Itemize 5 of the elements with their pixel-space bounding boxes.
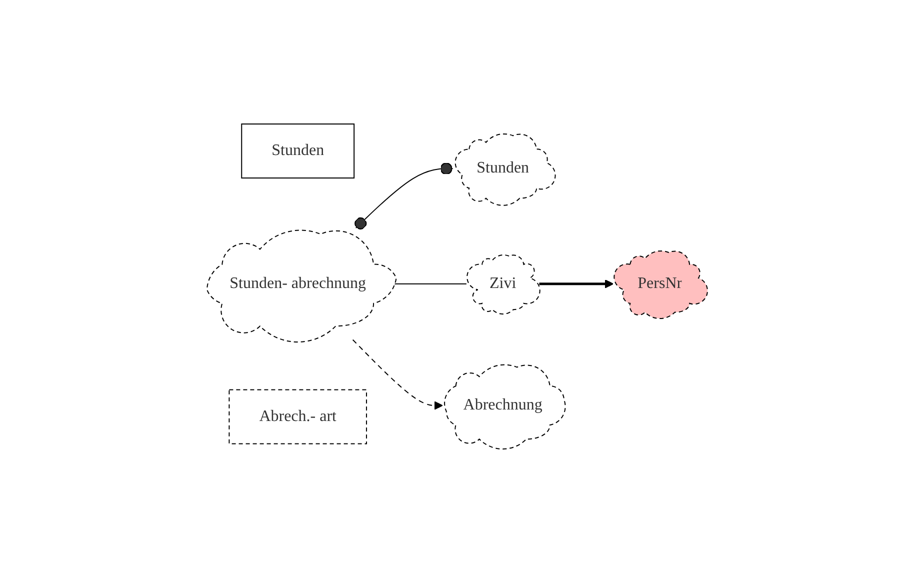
connector <box>354 162 454 230</box>
node-box: Abrech.- art <box>228 389 368 444</box>
arrow <box>539 279 614 288</box>
node-box: Stunden <box>241 124 355 178</box>
arrow <box>352 339 444 410</box>
